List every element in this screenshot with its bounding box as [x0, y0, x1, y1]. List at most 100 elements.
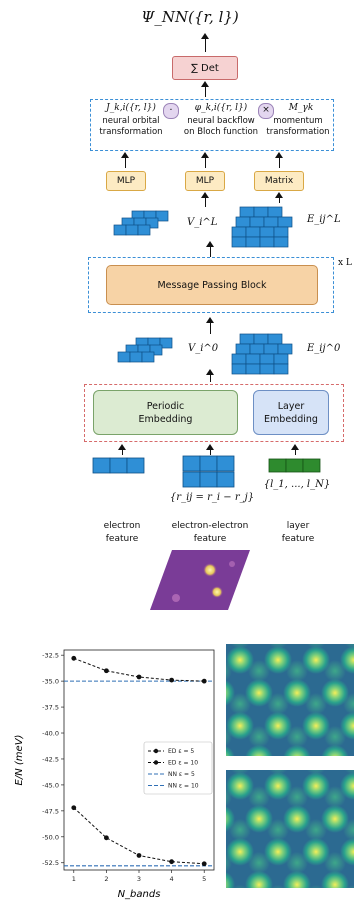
layer-index-formula: {l_1, ..., l_N} [263, 479, 331, 490]
density-saddle [248, 785, 270, 808]
density-maximum [226, 837, 254, 866]
arrow [295, 447, 296, 455]
ed-data-point [169, 859, 175, 865]
layer-embedding-box: Layer Embedding [253, 390, 329, 435]
layer-feature-caption: layer feature [281, 521, 315, 544]
node-embedding-stack-L [113, 210, 169, 236]
density-maximum [226, 772, 254, 800]
arrowhead [275, 192, 283, 198]
x-tick-label: 4 [170, 875, 174, 883]
arrow [205, 195, 206, 207]
backflow-symbol: φ_k,i({r, l}) [194, 103, 248, 113]
arrow [210, 447, 211, 455]
v-L-label: V_i^L [187, 217, 218, 228]
ed-data-point [201, 678, 207, 684]
arrowhead [206, 317, 214, 323]
density-maximum [302, 711, 330, 740]
ed-data-point [136, 674, 142, 680]
density-maximum [340, 837, 354, 866]
legend-label: ED ε = 10 [168, 760, 198, 767]
y-tick-label: -52.5 [42, 859, 59, 867]
density-maximum [245, 678, 273, 707]
density-heatmap-top [226, 644, 354, 756]
electron-feature-caption: electron feature [103, 521, 141, 544]
arrow-head-to-det [205, 84, 206, 97]
density-maximum [226, 871, 235, 888]
density-saddle [305, 818, 327, 841]
y-tick-label: -35.0 [42, 678, 59, 686]
density-maximum [321, 804, 349, 833]
density-saddle [267, 818, 289, 841]
y-tick-label: -40.0 [42, 730, 59, 738]
density-maximum [245, 870, 273, 888]
arrow [210, 244, 211, 257]
ed-data-point [71, 805, 77, 811]
ed-data-point [169, 677, 175, 683]
density-saddle [270, 884, 286, 888]
density-maximum [226, 679, 235, 706]
density-saddle [305, 692, 327, 715]
layer-feature-block [268, 458, 321, 473]
e-0-label: E_ij^0 [307, 343, 341, 354]
density-saddle [229, 692, 251, 715]
periodic-embedding-box: Periodic Embedding [93, 390, 238, 435]
density-maximum [264, 646, 292, 674]
dot-operator: · [163, 103, 179, 119]
arrowhead [201, 33, 209, 39]
electron-electron-feature-block [182, 455, 235, 488]
arrow [205, 155, 206, 168]
y-tick-label: -42.5 [42, 755, 59, 763]
density-maximum [264, 772, 292, 800]
edge-embedding-stack-0 [231, 333, 293, 375]
arrow [125, 155, 126, 168]
electron-electron-feature-caption: electron-electron feature [171, 521, 249, 544]
electron-feature-block [92, 457, 145, 474]
density-maximum [321, 744, 349, 756]
momentum-symbol: M_γk [288, 103, 314, 113]
embedding-group [84, 384, 344, 442]
density-maximum [321, 870, 349, 888]
density-saddle [267, 692, 289, 715]
arrowhead [206, 369, 214, 375]
sum-det-box: ∑ Det [172, 56, 238, 80]
matrix-box: Matrix [254, 171, 304, 191]
legend-label: NN ε = 5 [168, 771, 195, 778]
arrowhead [201, 152, 209, 158]
density-saddle [286, 785, 308, 808]
density-saddle [324, 725, 346, 748]
y-tick-label: -50.0 [42, 833, 59, 841]
x-tick-label: 5 [202, 875, 206, 883]
arrow-det-to-output [205, 36, 206, 52]
density-maximum [245, 804, 273, 833]
energy-vs-bands-chart: -32.5-35.0-37.5-40.0-42.5-45.0-47.5-50.0… [14, 649, 215, 900]
legend-label: ED ε = 5 [168, 748, 194, 755]
e-L-label: E_ij^L [307, 214, 341, 225]
y-tick-label: -37.5 [42, 704, 59, 712]
legend-swatch-marker [153, 748, 159, 754]
node-embedding-stack-0 [117, 337, 173, 363]
arrowhead [275, 152, 283, 158]
legend-swatch-marker [153, 760, 159, 765]
density-saddle [286, 725, 308, 748]
y-tick-label: -47.5 [42, 807, 59, 815]
density-saddle [286, 659, 308, 682]
arrowhead [206, 444, 214, 450]
momentum-label: momentum transformation [266, 116, 330, 137]
density-maximum [302, 772, 330, 800]
electron-density-cell-image [150, 550, 250, 610]
x-tick-label: 1 [72, 875, 76, 883]
density-maximum [321, 678, 349, 707]
mlp-box-backflow: MLP [185, 171, 225, 191]
ed-data-point [71, 655, 77, 661]
density-saddle [229, 818, 251, 841]
backflow-label: neural backflow on Bloch function [183, 116, 259, 137]
ed-series-line [73, 657, 205, 682]
density-maximum [283, 870, 311, 888]
arrowhead [291, 444, 299, 450]
density-maximum [283, 744, 311, 756]
density-maximum [340, 711, 354, 740]
arrowhead [121, 152, 129, 158]
pipeline-diagram: Ψ_NN({r, l}) ∑ Det J_k,i({r, l}) neural … [84, 8, 352, 610]
x-tick-label: 2 [104, 875, 108, 883]
orbital-label: neural orbital transformation [99, 116, 163, 137]
